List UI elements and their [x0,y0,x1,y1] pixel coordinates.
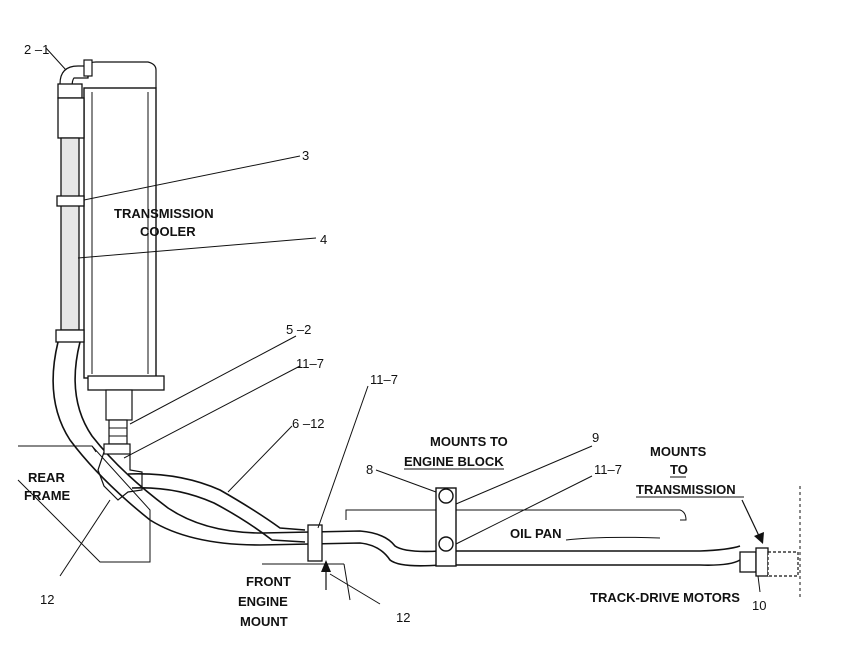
label-mounts-to: MOUNTS TO [430,434,508,449]
hose-6-12 [127,473,306,543]
transmission-cooler [83,61,165,445]
label-mounts: MOUNTS [650,444,707,459]
front-engine-mount-clamp [262,524,351,601]
label-track-drive-motors: TRACK-DRIVE MOTORS [590,590,740,605]
label-engine-block: ENGINE BLOCK [404,454,504,469]
callout-2-1: 2 –1 [24,42,49,57]
callout-6-12: 6 –12 [292,416,325,431]
callout-10: 10 [752,598,766,613]
callout-12-front: 12 [396,610,410,625]
callout-11-7-cooler: 11–7 [296,356,324,371]
callout-11-7-block: 11–7 [594,462,622,477]
fitting-10 [739,486,801,600]
tee-fitting [97,443,143,501]
label-frame: FRAME [24,488,71,503]
callout-3: 3 [302,148,309,163]
label-front: FRONT [246,574,291,589]
callout-4: 4 [320,232,327,247]
label-mount: MOUNT [240,614,288,629]
elbow-fitting-2-1 [57,59,93,99]
engine-block-clamp [435,487,457,567]
callout-9: 9 [592,430,599,445]
label-transmission-end: TRANSMISSION [636,482,736,497]
rear-frame [17,445,151,563]
label-transmission: TRANSMISSION [114,206,214,221]
oil-pan-outline [345,509,687,541]
hose-4 [55,97,85,343]
label-rear: REAR [28,470,65,485]
callout-8: 8 [366,462,373,477]
callout-12-rear: 12 [40,592,54,607]
leader-lines [45,47,761,605]
label-cooler: COOLER [140,224,196,239]
label-to: TO [670,462,688,477]
label-engine: ENGINE [238,594,288,609]
label-oil-pan: OIL PAN [510,526,562,541]
callout-5-2: 5 –2 [286,322,311,337]
callout-11-7-front: 11–7 [370,372,398,387]
